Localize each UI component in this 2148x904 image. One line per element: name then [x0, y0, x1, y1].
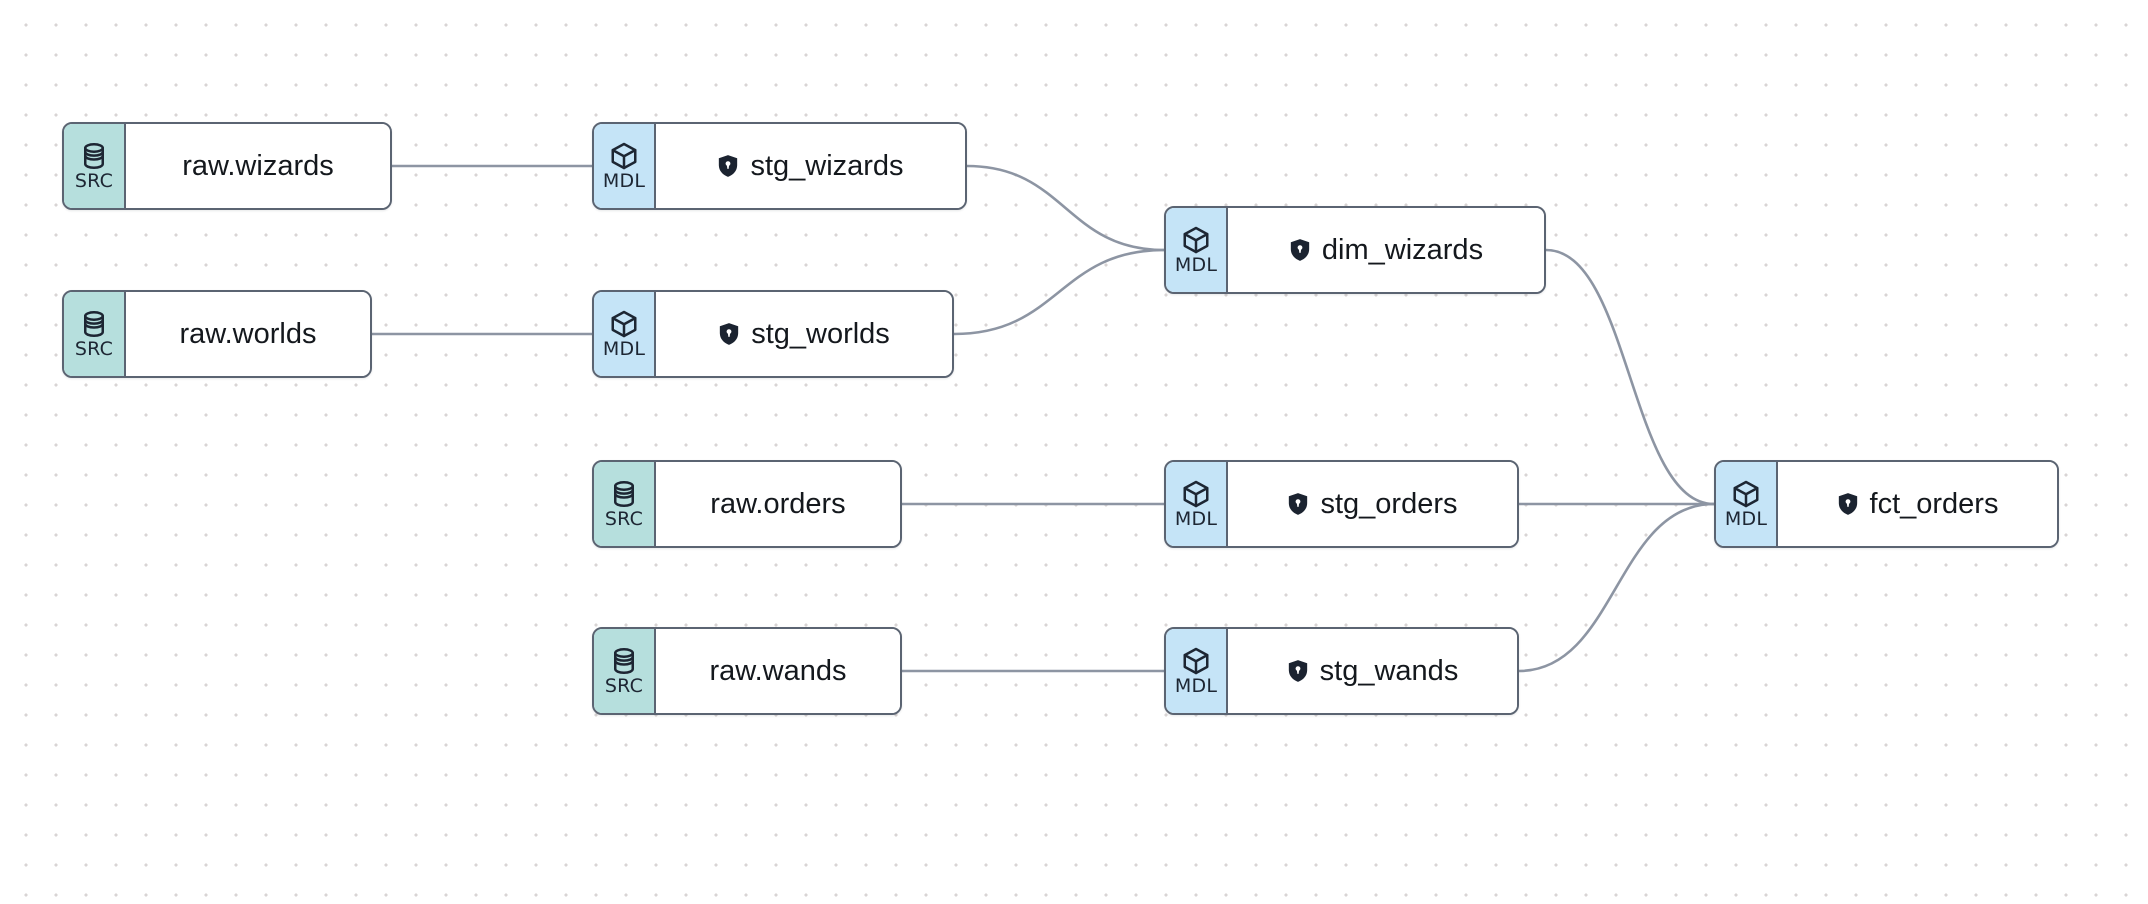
shield-lock-icon [1287, 492, 1309, 516]
node-label: fct_orders [1869, 487, 1999, 520]
node-body: raw.wizards [126, 124, 390, 208]
node-type-label: MDL [1174, 508, 1218, 530]
shield-lock-icon [718, 322, 740, 346]
node-type-label: MDL [1174, 675, 1218, 697]
node-type-label: MDL [602, 338, 646, 360]
database-icon [79, 309, 109, 339]
cube-icon [609, 309, 639, 339]
node-label: dim_wizards [1321, 233, 1484, 266]
cube-icon [609, 141, 639, 171]
node-dim_wizards[interactable]: MDL dim_wizards [1164, 206, 1546, 294]
node-label: stg_wands [1319, 654, 1459, 687]
node-type-badge-mdl: MDL [1166, 629, 1228, 713]
node-stg_wands[interactable]: MDL stg_wands [1164, 627, 1519, 715]
node-type-label: MDL [1724, 508, 1768, 530]
node-raw_wizards[interactable]: SRC raw.wizards [62, 122, 392, 210]
node-fct_orders[interactable]: MDL fct_orders [1714, 460, 2059, 548]
node-type-badge-src: SRC [594, 629, 656, 713]
node-body: fct_orders [1778, 462, 2057, 546]
node-raw_orders[interactable]: SRC raw.orders [592, 460, 902, 548]
node-type-label: SRC [74, 170, 114, 192]
node-label: raw.orders [710, 487, 846, 520]
cube-icon [1181, 646, 1211, 676]
cube-icon [1731, 479, 1761, 509]
node-type-label: MDL [602, 170, 646, 192]
node-body: raw.wands [656, 629, 900, 713]
node-type-label: MDL [1174, 254, 1218, 276]
node-label: raw.wands [709, 654, 847, 687]
edge-dim_wizards-to-fct_orders [1544, 248, 1716, 506]
node-type-label: SRC [604, 675, 644, 697]
node-type-badge-src: SRC [64, 292, 126, 376]
shield-lock-icon [717, 154, 739, 178]
node-type-label: SRC [604, 508, 644, 530]
database-icon [609, 646, 639, 676]
edge-stg_wizards-to-dim_wizards [965, 164, 1166, 252]
node-body: raw.orders [656, 462, 900, 546]
shield-lock-icon [1837, 492, 1859, 516]
node-type-badge-src: SRC [64, 124, 126, 208]
node-body: raw.worlds [126, 292, 370, 376]
node-body: stg_wizards [656, 124, 965, 208]
node-type-badge-src: SRC [594, 462, 656, 546]
node-body: stg_orders [1228, 462, 1517, 546]
cube-icon [1181, 225, 1211, 255]
node-raw_wands[interactable]: SRC raw.wands [592, 627, 902, 715]
database-icon [79, 141, 109, 171]
node-label: stg_wizards [750, 149, 904, 182]
shield-lock-icon [1287, 659, 1309, 683]
node-stg_wizards[interactable]: MDL stg_wizards [592, 122, 967, 210]
node-label: raw.wizards [182, 149, 334, 182]
database-icon [609, 479, 639, 509]
node-label: stg_orders [1320, 487, 1458, 520]
node-type-label: SRC [74, 338, 114, 360]
node-stg_worlds[interactable]: MDL stg_worlds [592, 290, 954, 378]
node-type-badge-mdl: MDL [594, 124, 656, 208]
node-type-badge-mdl: MDL [594, 292, 656, 376]
node-type-badge-mdl: MDL [1166, 208, 1228, 292]
node-stg_orders[interactable]: MDL stg_orders [1164, 460, 1519, 548]
shield-lock-icon [1289, 238, 1311, 262]
edge-stg_worlds-to-dim_wizards [952, 248, 1166, 336]
edge-stg_wands-to-fct_orders [1517, 502, 1716, 673]
node-body: dim_wizards [1228, 208, 1544, 292]
node-type-badge-mdl: MDL [1716, 462, 1778, 546]
node-label: stg_worlds [751, 317, 890, 350]
node-label: raw.worlds [179, 317, 317, 350]
cube-icon [1181, 479, 1211, 509]
node-type-badge-mdl: MDL [1166, 462, 1228, 546]
node-raw_worlds[interactable]: SRC raw.worlds [62, 290, 372, 378]
node-body: stg_worlds [656, 292, 952, 376]
node-body: stg_wands [1228, 629, 1517, 713]
